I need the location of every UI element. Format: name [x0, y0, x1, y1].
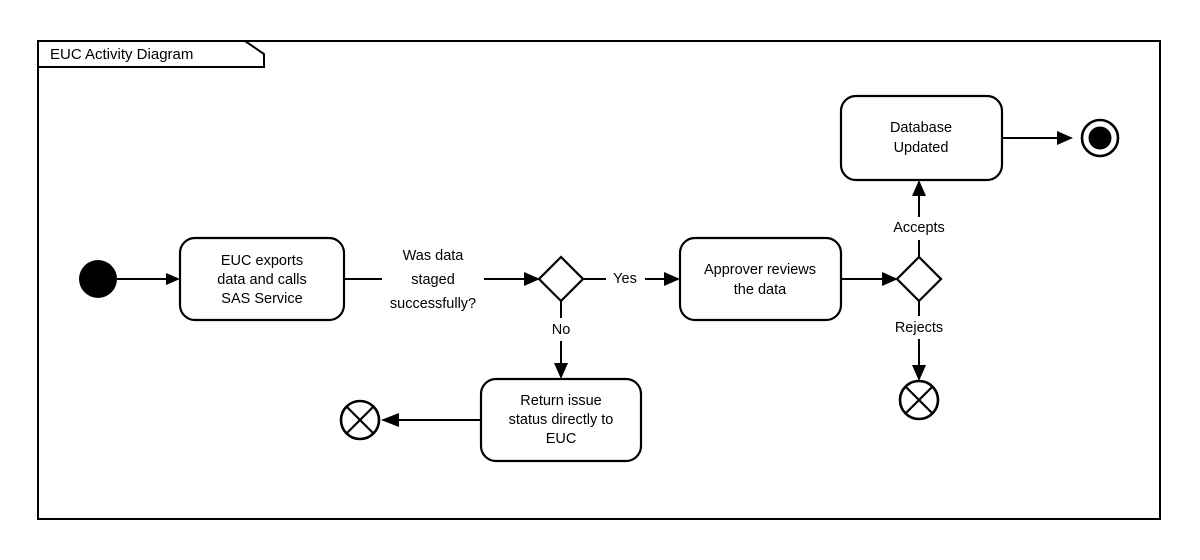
edge-decision-approval-accepts: Accepts — [893, 180, 945, 257]
action-euc-export-line1: EUC exports — [221, 253, 303, 269]
action-approver-review-line1: Approver reviews — [704, 262, 816, 278]
frame-title: EUC Activity Diagram — [50, 46, 193, 63]
action-approver-review: Approver reviews the data — [678, 236, 843, 322]
action-database-updated: Database Updated — [839, 94, 1004, 182]
action-euc-export: EUC exports data and calls SAS Service — [178, 236, 346, 322]
decision-node-approval-diamond — [895, 255, 943, 303]
flow-final-node-issue — [339, 399, 381, 441]
action-database-updated-line1: Database — [890, 120, 952, 136]
edge-euc-export-to-decision-staged: Was data staged successfully? — [344, 248, 540, 312]
action-euc-export-line3: SAS Service — [221, 291, 302, 307]
edge-label-question-line3: successfully? — [390, 296, 476, 312]
action-euc-export-line2: data and calls — [217, 272, 306, 288]
action-return-issue-line1: Return issue — [520, 393, 601, 409]
action-return-issue-line2: status directly to — [509, 412, 614, 428]
edge-database-updated-to-final — [1002, 131, 1073, 145]
arrow-head-icon — [882, 272, 898, 286]
flow-final-node-reject — [898, 379, 940, 421]
arrow-head-icon — [166, 273, 180, 285]
action-return-issue-line3: EUC — [546, 431, 577, 447]
decision-node-staged-diamond — [537, 255, 585, 303]
edge-decision-staged-yes: Yes — [583, 271, 680, 287]
flow-final-cross-icon — [904, 385, 934, 415]
edge-label-no: No — [552, 322, 571, 338]
arrow-head-icon — [912, 180, 926, 196]
arrow-head-icon — [1057, 131, 1073, 145]
action-database-updated-box — [839, 94, 1004, 182]
flow-final-cross-icon — [345, 405, 375, 435]
frame-border — [37, 40, 1161, 520]
arrow-head-icon — [554, 363, 568, 379]
decision-node-approval — [895, 255, 943, 303]
arrow-head-icon — [524, 272, 540, 286]
action-approver-review-line2: the data — [734, 282, 787, 298]
arrow-head-icon — [381, 413, 399, 427]
activity-final-node — [1080, 118, 1120, 158]
arrow-head-icon — [664, 272, 680, 286]
edge-label-question-line1: Was data — [403, 248, 465, 264]
edge-label-rejects: Rejects — [895, 320, 943, 336]
edge-decision-approval-rejects: Rejects — [895, 301, 943, 381]
frame-tab-shape — [37, 40, 265, 68]
arrow-head-icon — [912, 365, 926, 381]
decision-node-staged — [537, 255, 585, 303]
edge-label-question-line2: staged — [411, 272, 455, 288]
diagram-frame: EUC Activity Diagram — [37, 40, 1161, 520]
action-return-issue: Return issue status directly to EUC — [479, 377, 643, 463]
initial-node — [79, 260, 117, 298]
edge-decision-staged-no: No — [552, 301, 571, 379]
edge-return-issue-to-flow-final — [381, 413, 481, 427]
edge-approver-review-to-decision-approval — [841, 272, 898, 286]
activity-final-node-core — [1088, 126, 1112, 150]
action-approver-review-box — [678, 236, 843, 322]
edge-label-yes: Yes — [613, 271, 637, 287]
edge-initial-to-euc-export — [117, 273, 180, 285]
edge-label-accepts: Accepts — [893, 220, 945, 236]
action-database-updated-line2: Updated — [894, 140, 949, 156]
initial-node-circle — [79, 260, 117, 298]
